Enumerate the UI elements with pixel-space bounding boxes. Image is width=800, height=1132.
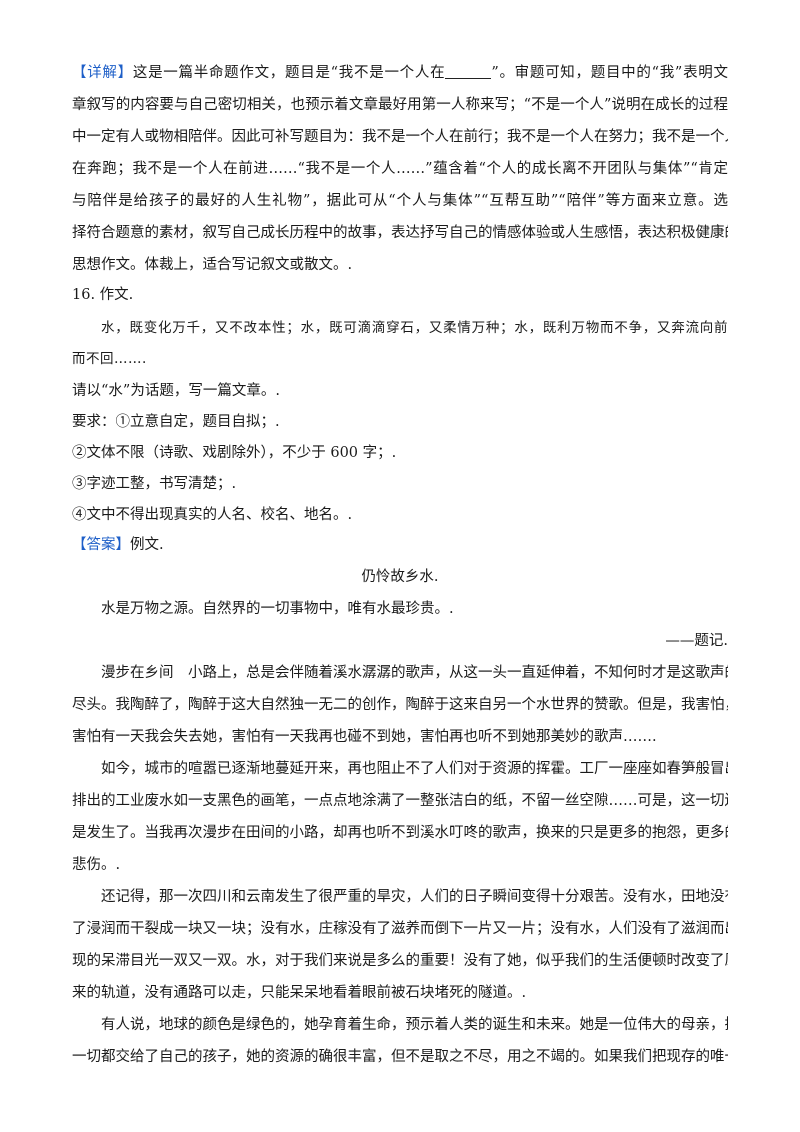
essay-line: 排出的工业废水如一支黑色的画笔，一点点地涂满了一整张洁白的纸，不留一丝空隙……可… [72, 793, 728, 809]
analysis-line: 章叙写的内容要与自己密切相关，也预示着文章最好用第一人称来写；“不是一个人”说明… [72, 97, 728, 113]
question-heading: 16. 作文. [72, 287, 134, 303]
analysis-line: 在奔跑；我不是一个人在前进……“我不是一个人……”蕴含着“个人的成长离不开团队与… [72, 161, 728, 177]
analysis-tag: 【详解】 [72, 65, 133, 81]
essay-title: 仍怜故乡水. [361, 569, 439, 585]
essay-line: 了浸润而干裂成一块又一块；没有水，庄稼没有了滋养而倒下一片又一片；没有水，人们没… [72, 921, 728, 937]
essay-line: 有人说，地球的颜色是绿色的，她孕育着生命，预示着人类的诞生和未来。她是一位伟大的… [101, 1017, 728, 1033]
essay-line: 害怕有一天我会失去她，害怕有一天我再也碰不到她，害怕再也听不到她那美妙的歌声……… [72, 729, 657, 745]
essay-line: 尽头。我陶醉了，陶醉于这大自然独一无二的创作，陶醉于这来自另一个水世界的赞歌。但… [72, 697, 728, 713]
answer-line: 【答案】例文. [72, 532, 728, 558]
prompt-line: 而不回……. [72, 351, 147, 367]
analysis-text: ”。审题可知，题目中的“我”表明文 [491, 65, 728, 81]
essay-line: 漫步在乡间 小路上，总是会伴随着溪水潺潺的歌声，从这一头一直延伸着，不知何时才是… [101, 665, 728, 681]
analysis-line: 与陪伴是给孩子的最好的人生礼物”，据此可从“个人与集体”“互帮互助”“陪伴”等方… [72, 193, 728, 209]
analysis-text: 这是一篇半命题作文，题目是“我不是一个人在 [132, 65, 446, 81]
essay-line: 还记得，那一次四川和云南发生了很严重的旱灾，人们的日子瞬间变得十分艰苦。没有水，… [101, 889, 728, 905]
essay-line: 来的轨道，没有通路可以走，只能呆呆地看着眼前被石块堵死的隧道。. [72, 985, 527, 1001]
analysis-line: 思想作文。体裁上，适合写记叙文或散文。. [72, 257, 353, 273]
fill-in-blank [445, 62, 492, 79]
essay-line: 如今，城市的喧嚣已逐渐地蔓延开来，再也阻止不了人们对于资源的挥霍。工厂一座座如春… [101, 761, 728, 777]
essay-line: 一切都交给了自己的孩子，她的资源的确很丰富，但不是取之不尽，用之不竭的。如果我们… [72, 1049, 728, 1065]
analysis-line: 择符合题意的素材，叙写自己成长历程中的故事，表达抒写自己的情感体验或人生感悟，表… [72, 225, 728, 241]
prompt-line: 水，既变化万千，又不改本性；水，既可滴滴穿石，又柔情万种；水，既利万物而不争，又… [101, 320, 728, 336]
analysis-line-1: 【详解】这是一篇半命题作文，题目是“我不是一个人在 ”。审题可知，题目中的“我”表… [72, 60, 728, 86]
essay-line: 悲伤。. [72, 857, 121, 873]
requirement: ②文体不限（诗歌、戏剧除外），不少于 600 字；. [72, 445, 397, 461]
answer-label: 例文. [130, 537, 164, 553]
requirement: ③字迹工整，书写清楚；. [72, 476, 237, 492]
analysis-line: 中一定有人或物相陪伴。因此可补写题目为：我不是一个人在前行；我不是一个人在努力；… [72, 129, 728, 145]
essay-epigraph: 水是万物之源。自然界的一切事物中，唯有水最珍贵。. [101, 601, 454, 617]
essay-line: 现的呆滞目光一双又一双。水，对于我们来说是多么的重要！没有了她，似乎我们的生活便… [72, 953, 728, 969]
requirement: 要求：①立意自定，题目自拟；. [72, 414, 280, 430]
essay-line: 是发生了。当我再次漫步在田间的小路，却再也听不到溪水叮咚的歌声，换来的只是更多的… [72, 825, 728, 841]
answer-tag: 【答案】 [72, 537, 130, 553]
instruction: 请以“水”为话题，写一篇文章。. [72, 383, 280, 399]
epigraph-credit: ——题记. [665, 633, 728, 649]
requirement: ④文中不得出现真实的人名、校名、地名。. [72, 507, 353, 523]
